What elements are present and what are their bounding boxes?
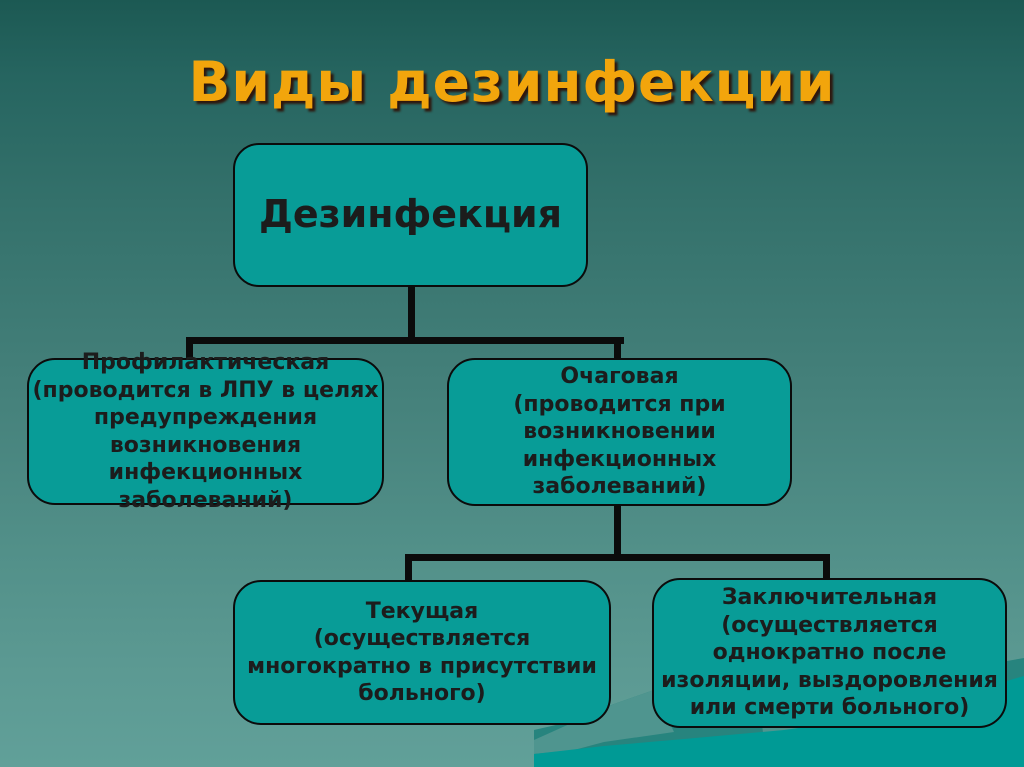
node-focal-label: Очаговая (проводится при возникновении и… [513,364,726,500]
node-disinfection-label: Дезинфекция [258,192,563,237]
connector-current-drop [405,554,412,583]
node-current: Текущая (осуществляется многократно в пр… [233,580,611,725]
node-current-label: Текущая (осуществляется многократно в пр… [247,598,597,707]
node-focal: Очаговая (проводится при возникновении и… [447,358,792,506]
node-final: Заключительная (осуществляется однократн… [652,578,1007,728]
connector-focal-drop [614,337,621,363]
node-prophylactic-label: Профилактическая (проводится в ЛПУ в цел… [32,350,379,513]
connector-focal-stem [614,504,621,560]
connector-level2-horizontal [405,554,830,561]
connector-disinfection-stem [408,287,415,342]
connector-final-drop [823,554,830,583]
connector-prophylactic-drop [186,337,193,363]
node-prophylactic: Профилактическая (проводится в ЛПУ в цел… [27,350,384,513]
connector-level1-horizontal [186,337,624,344]
node-disinfection: Дезинфекция [233,143,588,287]
slide-title: Виды дезинфекции [188,50,836,114]
node-final-label: Заключительная (осуществляется однократн… [661,585,998,721]
